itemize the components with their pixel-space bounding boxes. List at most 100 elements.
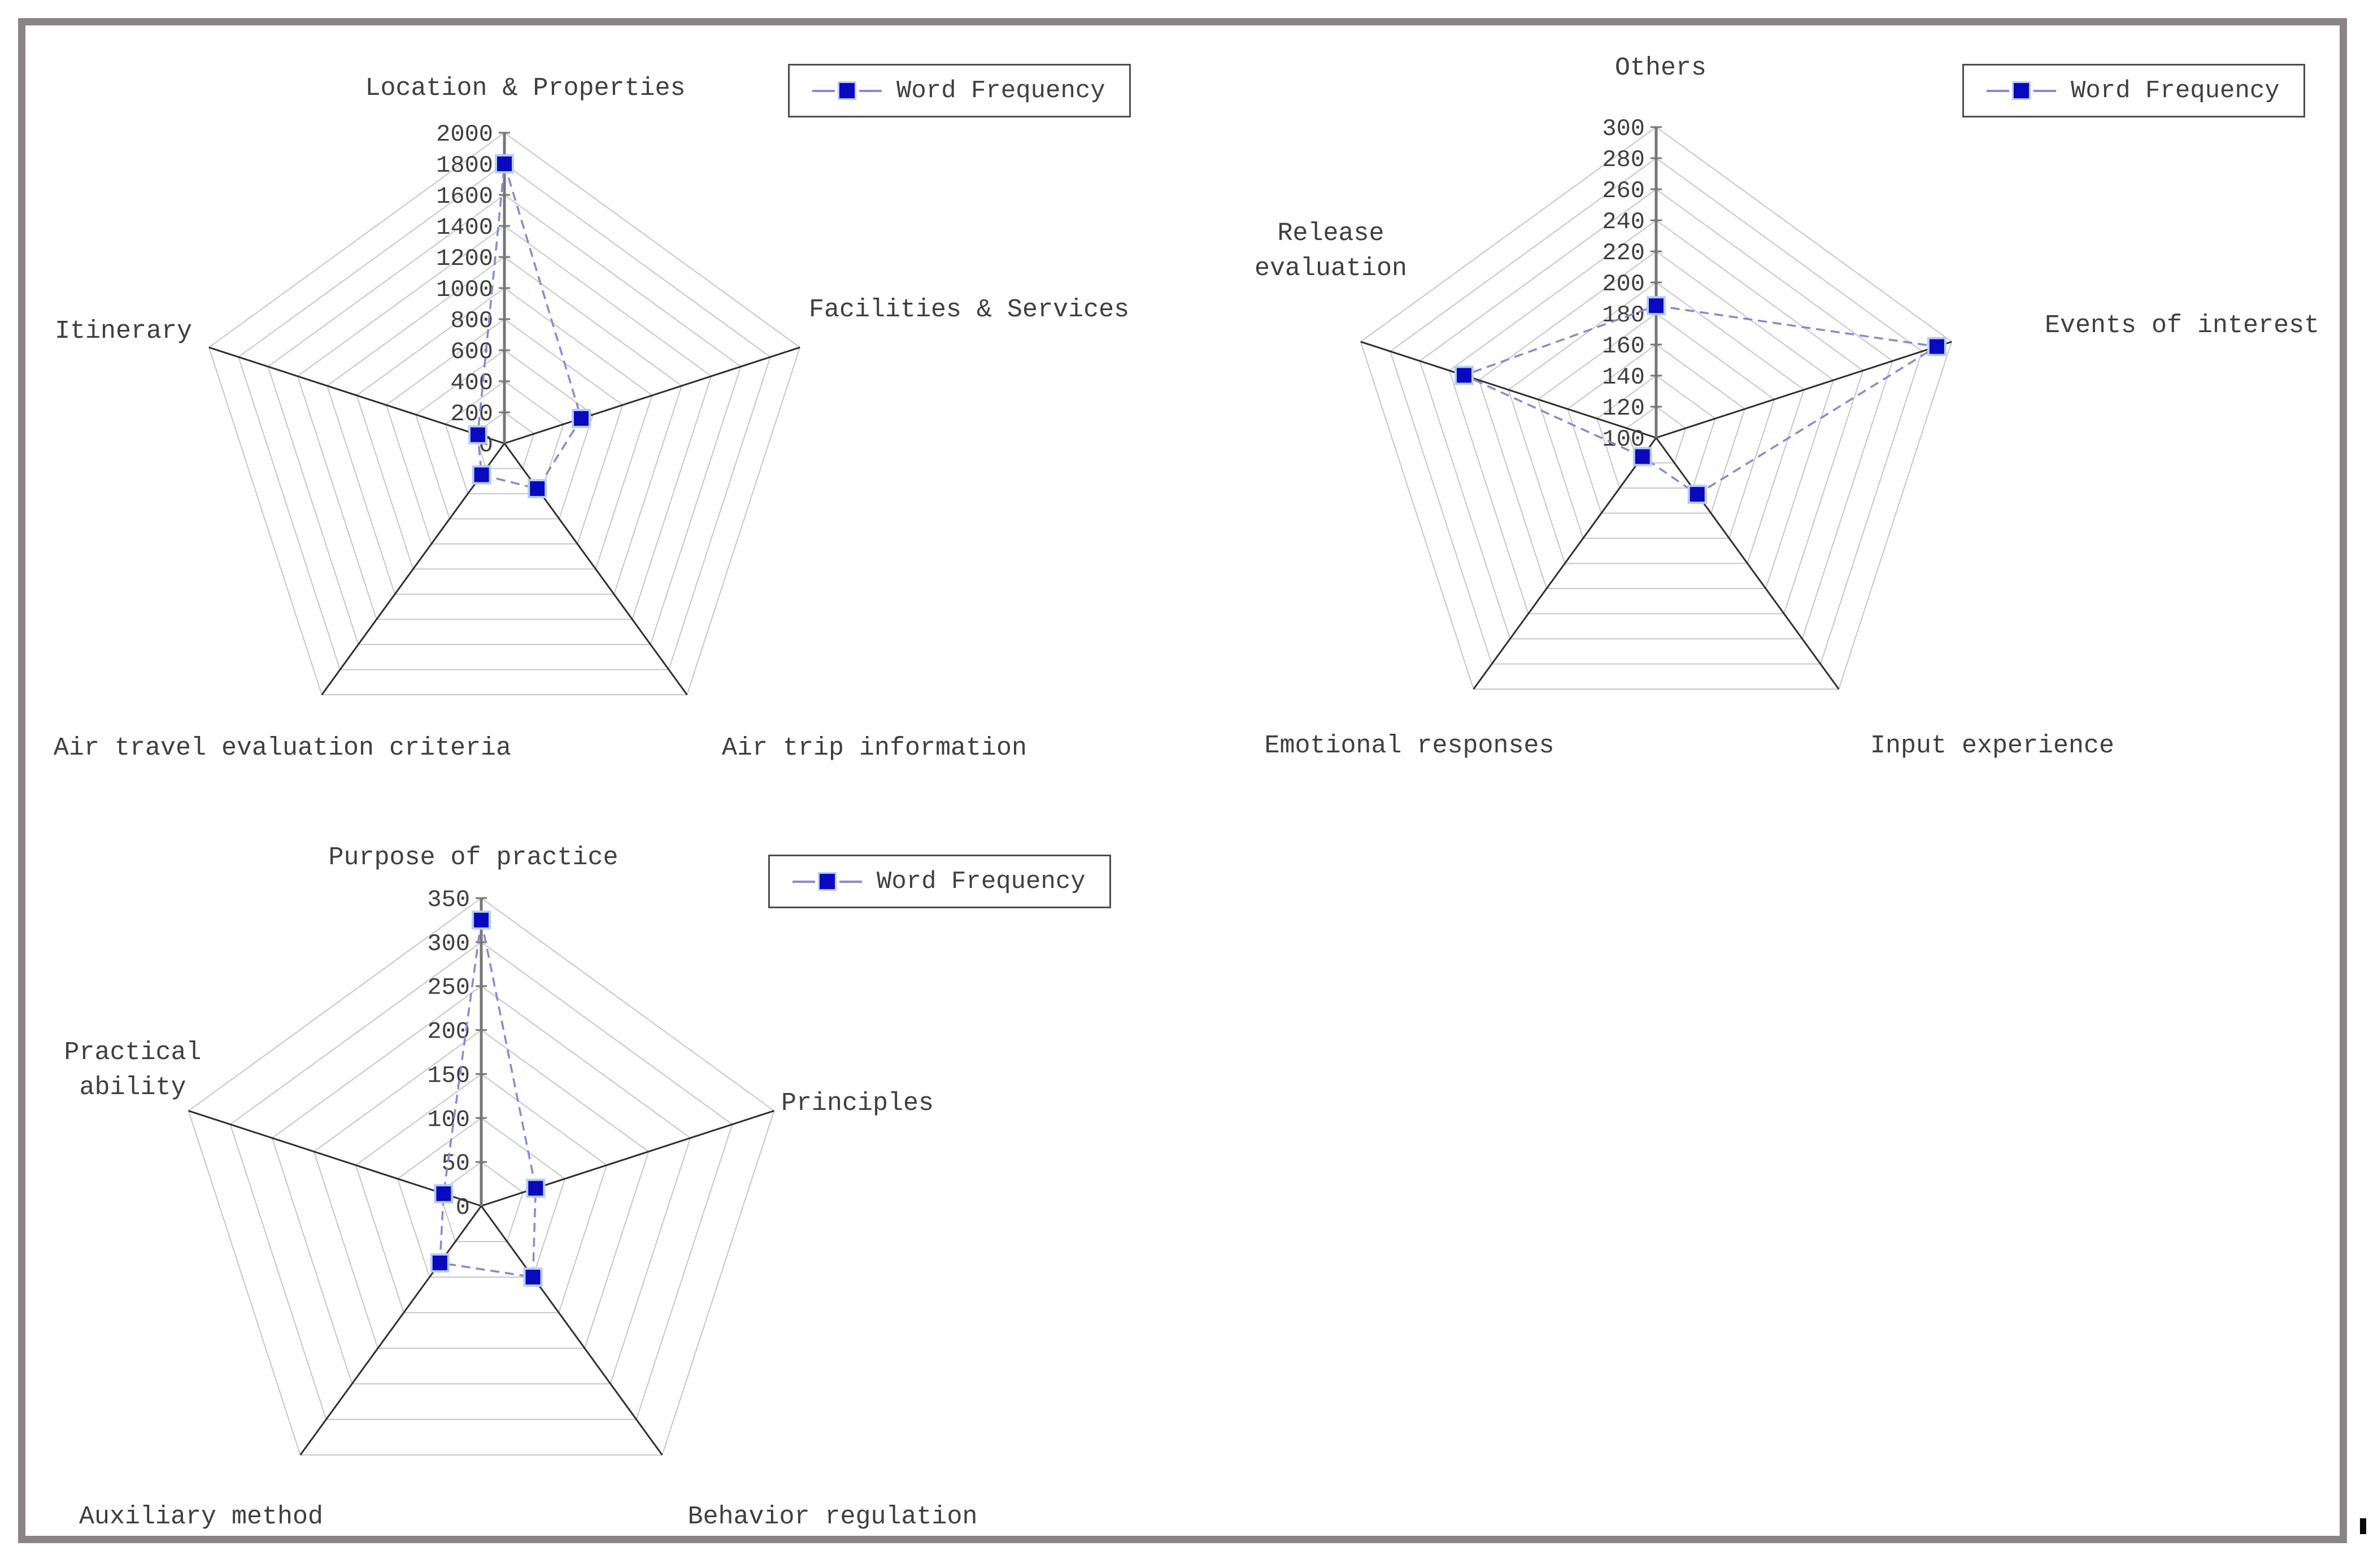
grid-ring — [1537, 312, 1775, 539]
axis-tick-label: 800 — [450, 307, 493, 334]
axis-spoke — [504, 346, 800, 445]
axis-tick-label: 200 — [450, 400, 493, 428]
axis-tick-label: 180 — [1602, 302, 1645, 329]
data-point-marker — [523, 1267, 543, 1287]
axis-spoke — [1473, 437, 1657, 690]
data-point-marker — [1632, 447, 1652, 467]
data-point-marker — [472, 910, 491, 930]
axis-tick-label: 400 — [450, 369, 493, 397]
axis-spoke — [1656, 341, 1952, 439]
axis-spoke — [480, 1205, 663, 1456]
axis-spoke — [208, 346, 505, 445]
grid-ring — [1626, 406, 1687, 464]
grid-ring — [238, 163, 771, 670]
axis-tick-label: 150 — [427, 1062, 470, 1089]
legend-marker-icon — [818, 872, 837, 891]
axis-tick-label: 350 — [427, 886, 470, 913]
grid-ring — [1448, 219, 1864, 615]
data-point-marker — [434, 1184, 454, 1204]
axis-tick-label: 100 — [427, 1106, 470, 1133]
axis-tick-label: 200 — [427, 1018, 470, 1046]
axis-tick-label: 140 — [1602, 364, 1645, 391]
data-point-marker — [1647, 296, 1666, 316]
figure-border-frame — [18, 18, 2347, 1543]
axis-tick-label: 250 — [427, 974, 470, 1001]
axis-spoke — [188, 1110, 482, 1207]
data-point-marker — [495, 154, 514, 173]
category-label: Events of interest — [2045, 311, 2319, 340]
axis-spoke — [1360, 341, 1657, 439]
grid-ring — [1360, 126, 1953, 690]
grid-ring — [1390, 157, 1923, 665]
axis-tick-label: 1200 — [436, 245, 493, 272]
grid-ring — [326, 256, 682, 595]
axis-tick-label: 160 — [1602, 333, 1645, 360]
grid-ring — [356, 287, 653, 570]
legend-box-chart1: Word Frequency — [788, 64, 1131, 117]
axis-tick-label: 1600 — [436, 183, 493, 210]
legend-line-icon — [792, 880, 815, 883]
grid-ring — [355, 1073, 608, 1313]
data-polygon — [477, 163, 582, 490]
legend-line-icon — [859, 89, 882, 92]
axis-tick-label: 220 — [1602, 239, 1645, 267]
grid-ring — [188, 897, 775, 1456]
legend-line-icon — [1987, 89, 2009, 92]
grid-ring — [445, 380, 564, 494]
axis-tick-label: 2000 — [436, 121, 493, 148]
axis-tick-label: 1000 — [436, 276, 493, 303]
axis-spoke — [299, 1205, 482, 1456]
legend-line-icon — [839, 880, 862, 883]
axis-spoke — [1655, 437, 1840, 690]
data-point-marker — [430, 1253, 450, 1273]
legend-line-icon — [812, 89, 835, 92]
grid-ring — [267, 194, 742, 645]
category-label: Behavior regulation — [687, 1502, 977, 1531]
category-label: Air travel evaluation criteria — [54, 734, 511, 763]
radar-chart-1: 0200400600800100012001400160018002000Loc… — [54, 74, 1129, 763]
data-point-marker — [1687, 485, 1707, 504]
category-label: Itinerary — [55, 317, 192, 346]
axis-tick-label: 1800 — [436, 152, 493, 179]
legend-marker-icon — [2012, 81, 2031, 100]
axis-spoke — [481, 1110, 774, 1207]
grid-ring — [1419, 188, 1893, 639]
data-point-marker — [468, 425, 487, 445]
legend-box-chart3: Word Frequency — [768, 855, 1111, 908]
category-label: Others — [1615, 54, 1706, 82]
category-label: Location & Properties — [365, 74, 685, 103]
data-point-marker — [1927, 337, 1946, 356]
data-point-marker — [526, 1178, 546, 1198]
grid-ring — [385, 318, 624, 545]
category-label: Emotional responses — [1264, 731, 1554, 760]
grid-ring — [208, 132, 801, 695]
grid-ring — [1508, 281, 1805, 564]
data-point-marker — [1454, 365, 1474, 385]
axis-tick-label: 120 — [1602, 395, 1645, 422]
legend-label: Word Frequency — [877, 867, 1086, 896]
data-polygon — [438, 920, 537, 1279]
axis-tick-label: 0 — [456, 1194, 470, 1221]
category-label: Auxiliary method — [79, 1502, 323, 1531]
legend-marker-icon — [838, 81, 856, 100]
legend-label: Word Frequency — [896, 76, 1105, 105]
grid-ring — [229, 941, 733, 1420]
category-label: Input experience — [1870, 731, 2114, 760]
grid-ring — [271, 985, 691, 1384]
radar-chart-2: 100120140160180200220240260280300OthersE… — [1255, 54, 2319, 760]
grid-ring — [1596, 374, 1716, 489]
category-label: Principles — [781, 1089, 934, 1118]
grid-ring — [313, 1029, 650, 1349]
grid-ring — [297, 225, 712, 620]
axis-tick-label: 300 — [1602, 115, 1645, 142]
axis-spoke — [321, 443, 506, 695]
stray-mark — [2360, 1518, 2366, 1534]
category-label: Purpose of practice — [328, 843, 618, 872]
data-point-marker — [572, 408, 591, 428]
axis-tick-label: 260 — [1602, 177, 1645, 204]
legend-label: Word Frequency — [2071, 76, 2280, 105]
